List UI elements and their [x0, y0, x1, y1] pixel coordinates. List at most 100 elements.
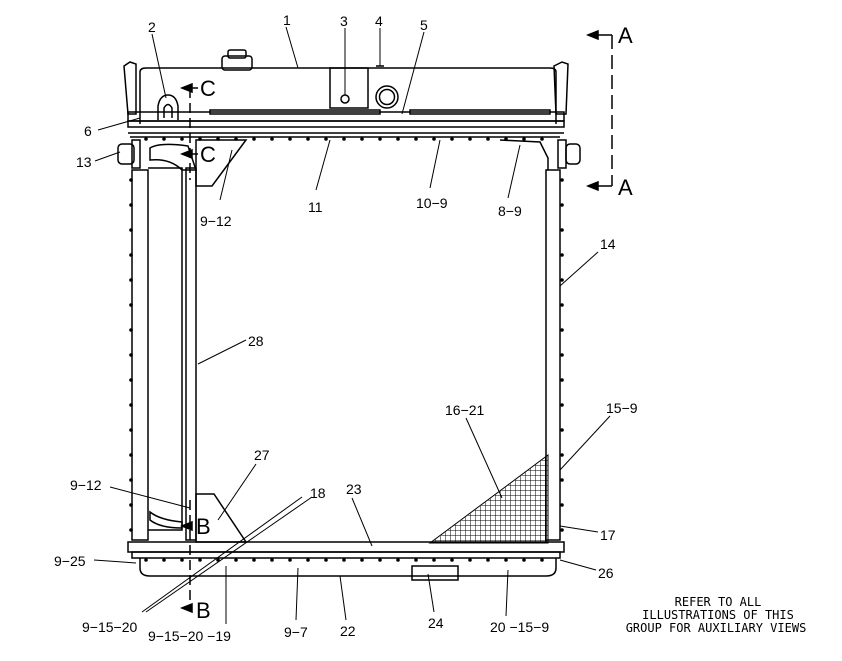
section-line-a: [585, 29, 613, 192]
drain-plug-3: [340, 94, 350, 104]
callout-28: 28: [248, 333, 264, 349]
callout-4: 4: [375, 13, 383, 29]
bolt-head: [560, 453, 564, 457]
bottom-tank: [139, 558, 557, 577]
bolt-head: [432, 558, 436, 562]
bolt-head: [198, 558, 202, 562]
shroud-28: [185, 167, 197, 541]
bolt-head: [144, 558, 148, 562]
bolt-head: [450, 558, 454, 562]
bracket-right-top: [553, 61, 569, 115]
section-b-bottom: B: [196, 598, 211, 623]
bolt-head: [360, 137, 364, 141]
bolt-head: [288, 137, 292, 141]
bolt-head: [522, 137, 526, 141]
callout-16-21: 16−21: [445, 402, 485, 418]
sight-glass: [375, 85, 399, 109]
bolt-head: [129, 478, 133, 482]
auxiliary-note: REFER TO ALL ILLUSTRATIONS OF THIS GROUP…: [626, 595, 807, 635]
callout-9-12-bottom: 9−12: [70, 477, 102, 493]
bolt-head: [129, 228, 133, 232]
hose-top: [149, 143, 198, 171]
callout-13: 13: [76, 154, 92, 170]
bolt-head: [396, 137, 400, 141]
callout-9-7: 9−7: [284, 624, 308, 640]
callout-9-25: 9−25: [54, 553, 86, 569]
bolt-head: [129, 353, 133, 357]
filler-cap: [221, 55, 253, 71]
section-line-c: [179, 82, 198, 180]
bracket-left-top: [123, 61, 137, 115]
outlet-right: [565, 143, 581, 165]
bolt-head: [129, 403, 133, 407]
bolt-head: [486, 558, 490, 562]
callout-23: 23: [346, 481, 362, 497]
bolt-head: [129, 378, 133, 382]
callout-27: 27: [254, 447, 270, 463]
lift-eye-inner: [163, 103, 173, 118]
bolt-head: [432, 137, 436, 141]
bolt-head: [306, 137, 310, 141]
section-a-bottom: A: [618, 175, 633, 200]
bolt-head: [540, 137, 544, 141]
bolt-head: [540, 558, 544, 562]
bolt-head: [378, 558, 382, 562]
bolt-head: [216, 137, 220, 141]
bolt-head: [560, 278, 564, 282]
section-line-b: [179, 500, 193, 614]
bolt-head: [129, 453, 133, 457]
bolt-head: [129, 528, 133, 532]
bolt-head: [560, 178, 564, 182]
sight-boss: [329, 67, 369, 109]
callout-14: 14: [600, 236, 616, 252]
bolt-head: [180, 137, 184, 141]
bolt-head: [560, 328, 564, 332]
bolt-head: [560, 253, 564, 257]
left-side-member: [131, 169, 149, 541]
bolt-head: [129, 328, 133, 332]
drain-boss: [411, 565, 459, 581]
filler-cap-top: [227, 49, 247, 59]
section-c-bottom: C: [200, 142, 216, 167]
top-right-corner: [499, 139, 549, 170]
bolt-head: [560, 503, 564, 507]
bolt-head: [560, 353, 564, 357]
inlet-left: [117, 143, 135, 165]
bolt-head: [560, 203, 564, 207]
callout-2: 2: [148, 19, 156, 35]
section-letters: A A C C B B: [196, 23, 633, 623]
bolt-head: [560, 228, 564, 232]
bolt-head: [270, 137, 274, 141]
callout-15-9: 15−9: [606, 400, 638, 416]
callout-24: 24: [428, 615, 444, 631]
radiator-drawing: [117, 49, 581, 581]
bolt-head: [560, 528, 564, 532]
note-line-2: ILLUSTRATIONS OF THIS: [642, 608, 794, 622]
callout-20-15-9: 20 −15−9: [490, 619, 549, 635]
bolt-head: [378, 137, 382, 141]
bolt-head: [129, 428, 133, 432]
callout-8-9: 8−9: [498, 203, 522, 219]
bolts: [129, 137, 564, 562]
callout-labels: 2 1 3 4 5 6 13 9−12 11 10−9 8−9 14 28 15…: [54, 12, 638, 644]
bolt-head: [504, 137, 508, 141]
callout-22: 22: [340, 623, 356, 639]
bolt-head: [306, 558, 310, 562]
bolt-head: [560, 303, 564, 307]
bolt-head: [560, 428, 564, 432]
bolt-head: [144, 137, 148, 141]
note-line-3: GROUP FOR AUXILIARY VIEWS: [626, 621, 807, 635]
top-strip-right: [409, 109, 551, 115]
bolt-head: [270, 558, 274, 562]
gusset-top: [195, 139, 248, 187]
callout-3: 3: [340, 13, 348, 29]
inlet-left-flange: [131, 139, 141, 169]
top-strip-left: [209, 109, 381, 115]
top-gasket: [127, 120, 565, 128]
bolt-head: [560, 403, 564, 407]
callout-9-12-top: 9−12: [200, 213, 232, 229]
bolt-head: [414, 558, 418, 562]
section-b-top: B: [196, 514, 211, 539]
